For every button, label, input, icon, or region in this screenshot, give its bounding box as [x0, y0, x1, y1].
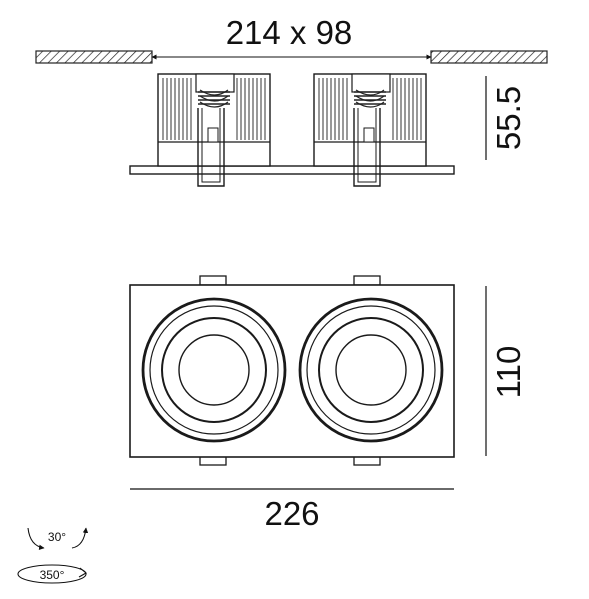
pan-angle-label: 350°: [40, 568, 65, 582]
ceiling-right-hatch: [430, 50, 548, 64]
side-view: 214 x 98: [35, 14, 548, 187]
ceiling-left-hatch: [35, 50, 153, 64]
tab-top-left: [199, 275, 227, 286]
tilt-arc-icon: [27, 527, 89, 551]
lamp-right: [298, 297, 444, 443]
tab-top-right: [353, 275, 381, 286]
tilt-angle-label: 30°: [48, 530, 66, 544]
height-dimension-label: 110: [490, 346, 527, 399]
heatsink-right: [313, 73, 427, 187]
trim-plate-side: [129, 165, 455, 175]
cutout-dimension-label: 214 x 98: [226, 14, 353, 51]
rotation-legend: 30° 350°: [17, 527, 89, 584]
depth-dimension-label: 55.5: [490, 86, 527, 150]
heatsink-left: [157, 73, 271, 187]
lamp-left: [141, 297, 287, 443]
pan-ellipse-icon: [17, 564, 87, 584]
width-dimension-label: 226: [264, 495, 319, 532]
front-view: 110 226: [129, 275, 527, 532]
